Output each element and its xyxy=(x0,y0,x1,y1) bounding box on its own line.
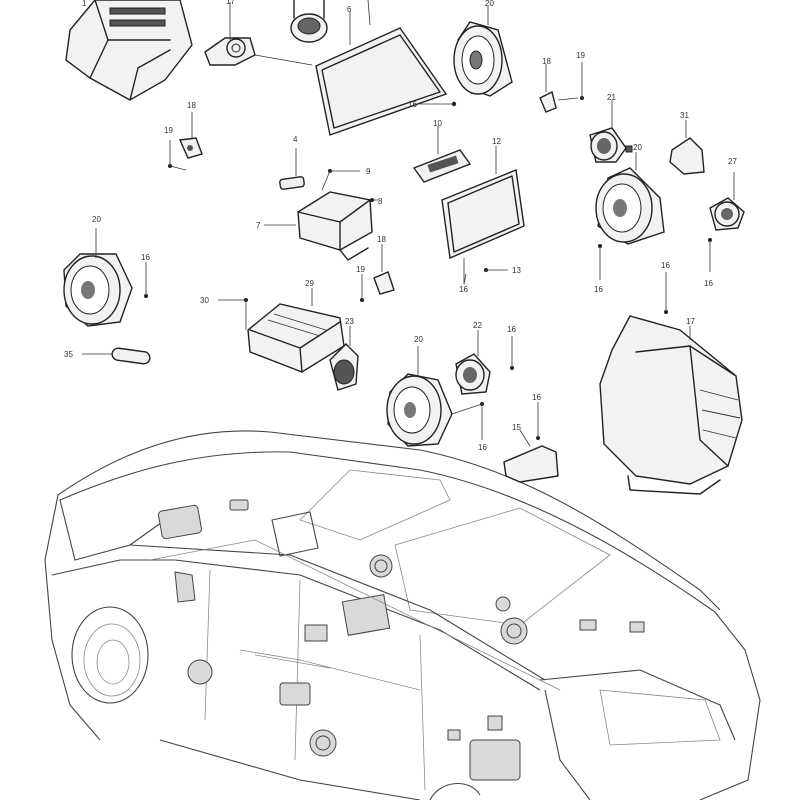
callout-30: 30 xyxy=(200,296,209,305)
woofer-speaker-center: 20 16 xyxy=(386,335,487,452)
bolt-bracket-right: 18 19 xyxy=(539,51,585,113)
callout-13: 13 xyxy=(512,266,521,275)
callout-35: 35 xyxy=(64,350,73,359)
callout-31: 31 xyxy=(680,111,689,120)
callout-27: 27 xyxy=(728,157,737,166)
callout-9: 9 xyxy=(366,167,371,176)
woofer-speaker-right: 20 16 xyxy=(594,143,665,294)
callout-16-center: 16 xyxy=(478,443,487,452)
callout-16-top: 16 xyxy=(408,100,417,109)
woofer-speaker-left: 20 16 xyxy=(63,215,150,327)
callout-17-enclosure: 17 xyxy=(686,317,695,326)
callout-16-enclosure: 16 xyxy=(661,261,670,270)
callout-18-mid: 18 xyxy=(377,235,386,244)
speaker-bracket-23: 23 xyxy=(329,317,359,391)
amplifier-module-29: 29 30 xyxy=(200,279,345,373)
callout-16-right: 16 xyxy=(594,285,603,294)
callout-16-screen: 16 xyxy=(459,285,468,294)
bracket-15: 15 16 xyxy=(503,393,559,483)
switch-4: 4 xyxy=(279,135,305,190)
callout-20-top: 20 xyxy=(485,0,494,8)
callout-15: 15 xyxy=(512,423,521,432)
callout-1: 1 xyxy=(82,0,87,8)
callout-16-bracket: 16 xyxy=(532,393,541,402)
callout-12: 12 xyxy=(492,137,501,146)
callout-20-left: 20 xyxy=(92,215,101,224)
small-speaker-top xyxy=(290,0,328,43)
callout-19-mid: 19 xyxy=(356,265,365,274)
callout-7: 7 xyxy=(256,221,261,230)
tweeter-21: 21 xyxy=(589,93,633,163)
callout-19-right: 19 xyxy=(576,51,585,60)
display-panel-12: 12 13 xyxy=(441,137,525,284)
cylinder-part-35: 35 xyxy=(64,347,151,365)
woofer-speaker-top: 20 16 xyxy=(408,0,513,109)
vehicle-body-outline xyxy=(44,430,761,800)
callout-19-left: 19 xyxy=(164,126,173,135)
callout-18-right: 18 xyxy=(542,57,551,66)
callout-22: 22 xyxy=(473,321,482,330)
callout-4: 4 xyxy=(293,135,298,144)
callout-16-tweeter: 16 xyxy=(507,325,516,334)
tweeter-bracket: 17 xyxy=(204,0,313,66)
callout-17: 17 xyxy=(226,0,235,6)
bracket-31: 31 xyxy=(669,111,705,175)
head-unit-assembly: 1 xyxy=(65,0,193,101)
connector-leaders: 16 xyxy=(169,165,468,294)
callout-23: 23 xyxy=(345,317,354,326)
callout-20-right: 20 xyxy=(633,143,642,152)
callout-29: 29 xyxy=(305,279,314,288)
callout-16-left: 16 xyxy=(141,253,150,262)
callout-16-far-right: 16 xyxy=(704,279,713,288)
callout-18-left: 18 xyxy=(187,101,196,110)
overhead-module-10: 10 xyxy=(412,119,472,183)
callout-21: 21 xyxy=(607,93,616,102)
subwoofer-enclosure-17: 17 16 xyxy=(599,261,743,495)
display-panel: 6 xyxy=(315,0,448,136)
amplifier-module-7: 9 8 7 xyxy=(256,167,383,261)
tweeter-22: 22 16 xyxy=(455,321,516,395)
callout-6: 6 xyxy=(347,5,352,14)
callout-10: 10 xyxy=(433,119,442,128)
bolt-bracket-mid: 18 19 xyxy=(356,235,395,302)
callout-20-center: 20 xyxy=(414,335,423,344)
bolt-bracket-left: 18 19 xyxy=(164,101,203,168)
tweeter-27: 27 16 xyxy=(704,157,745,288)
callout-8: 8 xyxy=(378,197,383,206)
